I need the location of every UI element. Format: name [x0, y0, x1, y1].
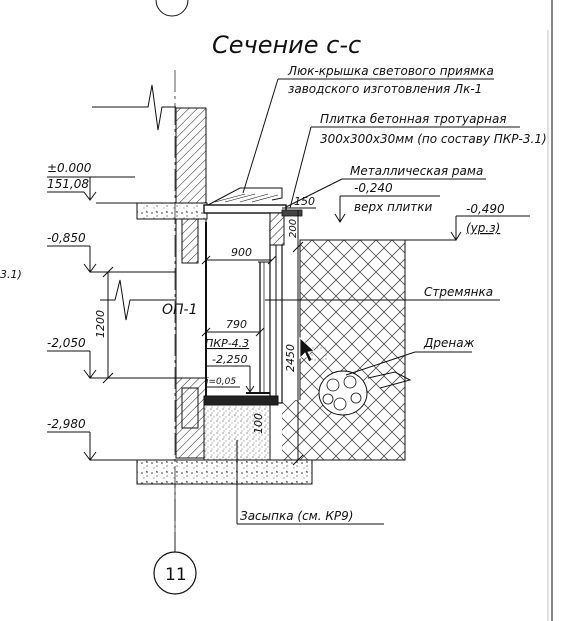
- dim-tick: [292, 454, 304, 466]
- drain-stone: [333, 397, 347, 411]
- elevation-value: -2,980: [47, 417, 86, 431]
- dim-inner-width: 790: [226, 318, 247, 331]
- metal-frame: [203, 204, 287, 214]
- dim-tick: [201, 327, 211, 337]
- dim-tick: [201, 255, 211, 265]
- callout-leader-slab: [289, 126, 312, 209]
- drain-stone: [326, 378, 340, 392]
- elevation-mark-0: ±0.000 151,08: [47, 161, 176, 204]
- floor-ref: ПКР-4.3: [205, 337, 249, 350]
- mouse-cursor-icon: [299, 337, 315, 363]
- floor-slab: [136, 202, 208, 220]
- elevation-value: ±0.000: [47, 161, 92, 175]
- elevation-value: -0,850: [47, 231, 86, 245]
- floor-slope: i=0,05: [206, 377, 236, 387]
- callout-hatch-1: Люк-крышка светового приямка: [287, 64, 494, 78]
- wall-upper: [175, 107, 207, 204]
- dim-frame-depth: 200: [288, 219, 299, 238]
- callout-hatch-2: заводского изготовления Лк-1: [288, 82, 482, 96]
- sill-insert: [181, 387, 199, 429]
- elevation-mark-3: -2,980: [47, 417, 137, 461]
- elevation-mark-1: -0,850: [47, 231, 176, 273]
- callout-leader-frame: [285, 178, 343, 208]
- dim-tick: [102, 266, 114, 278]
- break-line-2: [100, 279, 176, 321]
- floor-level-arrow: [245, 366, 255, 393]
- earth-hatch-lower: [282, 400, 302, 460]
- axis-label: 11: [165, 565, 187, 585]
- callout-leader-hatch: [242, 78, 279, 194]
- elevation-abs: 151,08: [47, 177, 89, 191]
- slab-top-note: верх плитки: [354, 200, 433, 214]
- slab-top-level: -0,240: [354, 181, 393, 195]
- paving-slab: [281, 209, 303, 217]
- ground-arrow: [450, 216, 462, 241]
- foundation-slab: [136, 459, 313, 485]
- earth-hatch: [299, 239, 406, 461]
- drainage-pipe: [318, 370, 368, 416]
- dim-tick: [267, 255, 277, 265]
- callout-frame: Металлическая рама: [350, 164, 483, 178]
- hatch-cover-grid: [214, 193, 279, 203]
- ground-level-note: (ур.з): [466, 221, 500, 235]
- floor-level: -2,250: [212, 353, 247, 366]
- callout-backfill: Засыпка (см. КР9): [240, 509, 353, 523]
- dim-floor-thickness: 100: [252, 413, 265, 434]
- drain-wave: [367, 371, 412, 389]
- drain-stone: [322, 393, 334, 405]
- dim-tick: [255, 327, 265, 337]
- hatch-cover: [207, 187, 283, 206]
- dim-tick: [292, 241, 304, 253]
- callout-slab-2: 300х300х30мм (по составу ПКР-3.1): [320, 132, 547, 146]
- lintel-insert: [181, 217, 199, 264]
- callout-leader-drain: [345, 351, 416, 376]
- opening-label: ОП-1: [162, 302, 198, 318]
- frame-support: [269, 212, 285, 246]
- slab-top-arrow: [334, 196, 346, 223]
- top-axis-bubble: [155, 0, 189, 17]
- section-title: Сечение с-с: [212, 31, 361, 59]
- drain-stone: [343, 375, 357, 389]
- dim-frame-width: 150: [294, 195, 315, 208]
- dim-pit-depth: 2450: [284, 344, 297, 372]
- cursor-box: [311, 347, 327, 361]
- drain-stone: [350, 392, 362, 404]
- elevation-mark-2: -2,050: [47, 336, 176, 379]
- break-line: [92, 84, 176, 131]
- ground-level: -0,490: [466, 202, 505, 216]
- pit-floor-gravel: [203, 395, 279, 406]
- callout-ladder: Стремянка: [424, 285, 493, 299]
- dim-tick: [102, 372, 114, 384]
- callout-slab-1: Плитка бетонная тротуарная: [320, 112, 507, 126]
- elevation-value: -2,050: [47, 336, 86, 350]
- callout-drain: Дренаж: [423, 336, 475, 350]
- cut-fragment: 3.1): [0, 268, 22, 281]
- dim-pit-width: 900: [231, 246, 252, 259]
- dim-window-height: 1200: [94, 310, 107, 338]
